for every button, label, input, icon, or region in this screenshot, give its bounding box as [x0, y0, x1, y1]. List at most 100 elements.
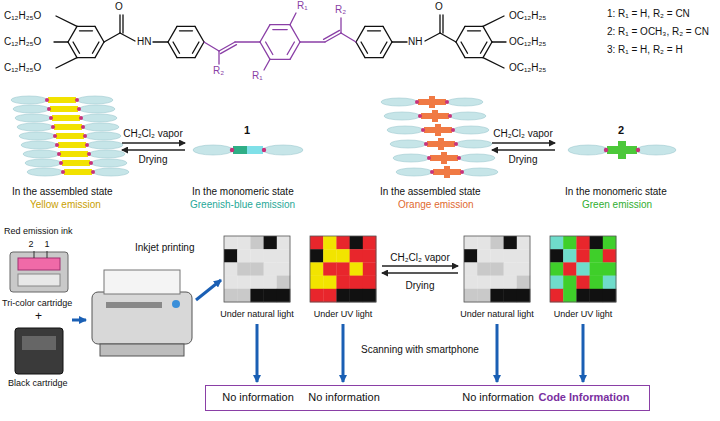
- code-cell: [504, 262, 517, 276]
- code-cell: [603, 236, 617, 250]
- amide-dot: [55, 143, 59, 147]
- grid-frame: [464, 236, 530, 302]
- printer-body: [92, 292, 192, 344]
- bond-line: [442, 15, 443, 33]
- code-cell: [363, 249, 377, 263]
- result-text: Code Information: [538, 391, 629, 404]
- bond-line: [287, 42, 294, 54]
- code-cell: [517, 276, 531, 290]
- label-text: Tri-color cartridge: [2, 298, 72, 308]
- core-block: [56, 133, 84, 139]
- amide-dot: [77, 107, 81, 111]
- code-cell: [277, 236, 291, 250]
- alkyl-tail: [390, 140, 426, 148]
- code-cell: [264, 276, 278, 290]
- core-block: [429, 96, 435, 108]
- amide-dot: [424, 142, 428, 146]
- bond-line: [77, 26, 95, 27]
- code-cell: [464, 276, 478, 290]
- printing-illustration: [10, 236, 616, 382]
- bond-line: [456, 42, 465, 58]
- code-cell: [477, 249, 491, 263]
- code-cell: [264, 262, 278, 276]
- label-text: In the assembled state: [12, 186, 113, 198]
- label-text: HN: [137, 36, 151, 48]
- code-cell: [224, 276, 238, 290]
- code-cell: [603, 249, 617, 263]
- alkyl-tail: [456, 140, 492, 148]
- drying-arrow: [382, 272, 458, 274]
- code-cell: [323, 249, 337, 263]
- bond-line: [380, 42, 386, 53]
- grid-frame: [550, 236, 616, 302]
- alkyl-tail: [27, 168, 63, 176]
- label-text: CH₂Cl₂ vapor: [493, 128, 552, 140]
- assembly-illustration: [11, 96, 676, 178]
- core-block: [54, 124, 82, 130]
- bond-line: [383, 26, 392, 42]
- leader-line: [47, 251, 48, 258]
- bond-line: [122, 15, 123, 33]
- bond-line: [204, 42, 219, 51]
- bond-line: [120, 33, 135, 41]
- bond-line: [195, 42, 204, 58]
- code-cell: [576, 262, 590, 276]
- code-cell: [504, 289, 517, 303]
- label-text: 2: R₁ = OCH₃, R₂ = CN: [607, 26, 709, 38]
- bond-line: [192, 42, 198, 53]
- alkyl-tail: [263, 145, 303, 155]
- core-block: [48, 97, 76, 103]
- bond-line: [300, 41, 325, 42]
- bond-line: [177, 57, 195, 58]
- code-cell: [477, 289, 491, 303]
- bond-line: [173, 42, 179, 53]
- label-text: C₁₂H₂₅O: [4, 36, 41, 48]
- code-cell: [237, 249, 251, 263]
- code-cell: [504, 249, 517, 263]
- label-text: OC₁₂H₂₅: [509, 36, 546, 48]
- code-cell: [277, 249, 291, 263]
- code-cell: [603, 262, 617, 276]
- bond-line: [104, 33, 120, 42]
- code-cell: [464, 236, 478, 250]
- amide-dot: [448, 114, 452, 118]
- alkyl-tail: [462, 168, 498, 176]
- bond-line: [340, 18, 341, 33]
- alkyl-tail: [19, 132, 55, 140]
- code-cell: [464, 249, 478, 263]
- bond-line: [465, 57, 483, 58]
- bond-line: [68, 42, 77, 58]
- bond-line: [365, 57, 383, 58]
- amide-dot: [87, 152, 91, 156]
- bond-line: [440, 33, 456, 42]
- amide-dot: [262, 148, 266, 152]
- code-cell: [350, 289, 364, 303]
- bond-line: [218, 51, 219, 64]
- code-cell: [490, 276, 504, 290]
- core-block: [60, 151, 88, 157]
- amide-dot: [230, 148, 234, 152]
- code-cell: [350, 249, 364, 263]
- code-cell: [237, 236, 251, 250]
- code-cell: [264, 236, 278, 250]
- result-text: No information: [222, 391, 294, 404]
- bond-line: [425, 33, 440, 41]
- code-cell: [250, 276, 264, 290]
- label-text: Yellow emission: [30, 199, 101, 211]
- drying-arrow: [492, 149, 555, 151]
- cartridge-label: [22, 336, 56, 350]
- label-text: O: [435, 1, 443, 13]
- code-cell: [363, 276, 377, 290]
- code-cell: [310, 276, 324, 290]
- bond-line: [168, 26, 177, 42]
- label-text: 1: R₁ = H, R₂ = CN: [607, 8, 690, 20]
- scan-arrow: [496, 324, 499, 382]
- amide-dot: [61, 170, 65, 174]
- grid-frame: [310, 236, 376, 302]
- code-cell: [264, 249, 278, 263]
- amide-dot: [427, 156, 431, 160]
- code-cell: [517, 289, 531, 303]
- alkyl-tail: [459, 154, 495, 162]
- label-text: R₁: [297, 0, 308, 12]
